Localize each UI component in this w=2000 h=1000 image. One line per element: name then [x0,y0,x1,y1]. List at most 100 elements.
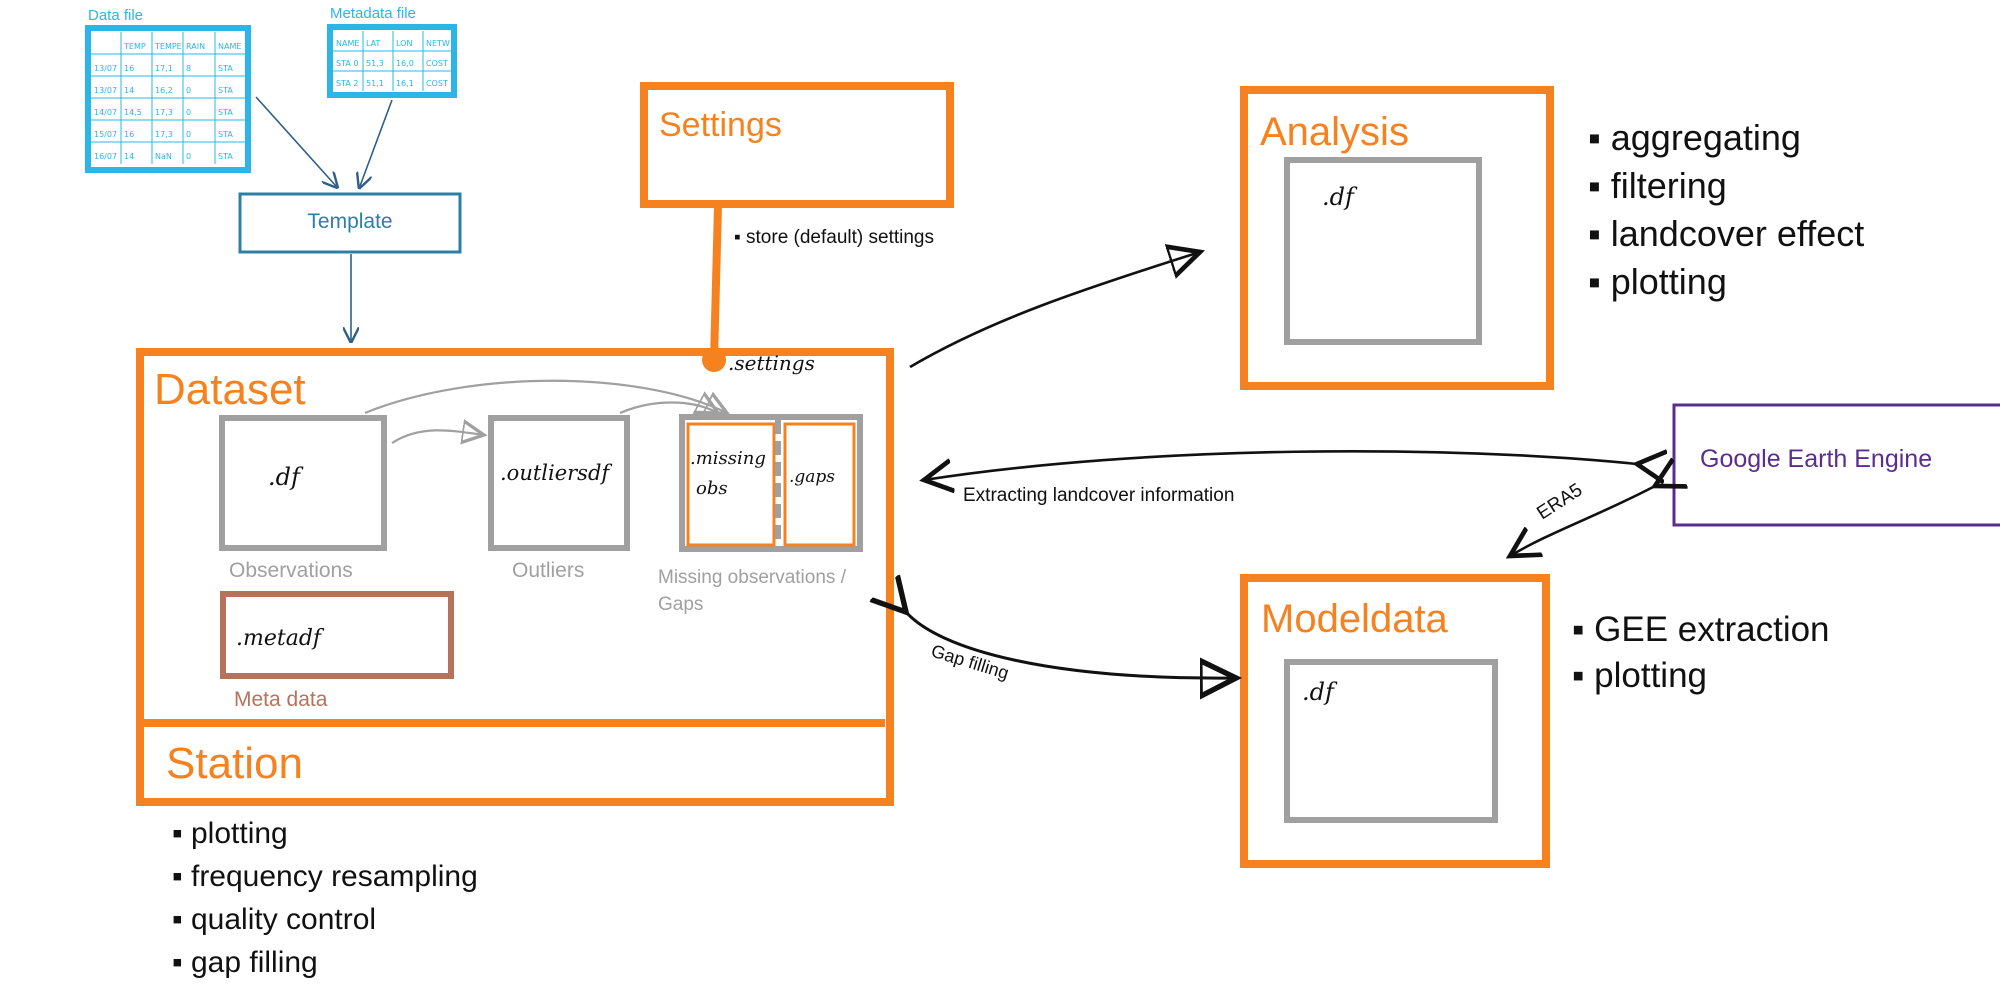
missing-label-2: Gaps [658,594,703,615]
outliers-label: Outliers [512,559,584,582]
era5-label: ERA5 [1533,480,1586,525]
outliers-to-missing-arrow [619,402,718,413]
data-table-cell: 16 [124,130,134,139]
analysis-bullet-1: ▪ aggregating [1588,117,1801,158]
data-table-cell: 14/07 [94,108,117,117]
metadata-attr: .metadf [236,626,325,651]
gaps-attr: .gaps [789,467,835,487]
settings-connector [710,205,722,361]
gee-modeldata-arrow [1510,486,1655,556]
settings-bullet: ▪ store (default) settings [734,227,934,248]
observations-box: .df Observations [219,415,387,582]
meta-table-cell: 51,3 [366,59,384,68]
dataset-modeldata-arrow [906,612,1236,678]
metadata-box: .metadf Meta data [220,591,454,711]
settings-box: Settings [640,82,954,208]
data-table-cell: RAIN [186,42,205,51]
analysis-box: Analysis .df [1240,86,1554,390]
analysis-title: Analysis [1260,110,1409,154]
modeldata-df-box [1284,659,1498,823]
dataset-gee-arrow [924,451,1637,480]
missing-attr: .missing [690,448,766,469]
data-table-cell: STA [218,64,233,73]
data-table-cell: 8 [186,64,191,73]
settings-title: Settings [659,106,782,144]
outliers-attr: .outliersdf [500,461,612,485]
meta-table-cell: STA 2 [336,79,358,88]
meta-table-cell: LAT [366,39,380,48]
modeldata-bullet-2: ▪ plotting [1572,656,1707,695]
data-table-cell: 17,1 [155,64,173,73]
data-table-cell: 14,5 [124,108,142,117]
dataset-box: Dataset .settings .df Observations .outl… [136,348,894,806]
station-title: Station [166,739,303,788]
meta-table-cell: NETW [426,39,450,48]
analysis-bullets: ▪ aggregating ▪ filtering ▪ landcover ef… [1588,117,1864,302]
meta-table-cell: 16,1 [396,79,414,88]
data-table-cell: TEMP [123,42,146,51]
datafile-to-template-arrow [255,96,336,186]
observations-label: Observations [229,559,353,582]
station-bullet-3: ▪ quality control [172,903,376,936]
dataset-title: Dataset [154,365,306,414]
template-box: Template [238,192,462,254]
data-table-cell: 0 [186,108,191,117]
obs-to-outliers-arrow [391,430,484,443]
data-table-cell: TEMPE [154,42,182,51]
meta-table-cell: COST [426,79,448,88]
gee-box: Google Earth Engine [1672,403,2000,527]
data-table-cell: STA [218,108,233,117]
meta-table-cell: 51,1 [366,79,384,88]
data-table-cell: 0 [186,86,191,95]
settings-attr: .settings [728,351,815,375]
data-table-cell: 17,3 [155,130,173,139]
station-bullets: ▪ plotting ▪ frequency resampling ▪ qual… [172,817,478,979]
data-table-cell: NaN [155,152,172,161]
missing-label-1: Missing observations / [658,567,847,588]
landcover-label: Extracting landcover information [963,485,1234,506]
meta-table-cell: STA 0 [336,59,358,68]
modeldata-title: Modeldata [1261,597,1449,641]
modeldata-box: Modeldata .df [1240,574,1550,868]
gee-label: Google Earth Engine [1700,445,1932,473]
analysis-bullet-2: ▪ filtering [1588,165,1727,206]
modeldata-bullet-1: ▪ GEE extraction [1572,610,1830,649]
data-file-label: Data file [88,7,143,24]
observations-attr: .df [268,463,304,491]
dataset-to-analysis-arrow [909,252,1200,369]
template-label: Template [307,210,392,233]
metadata-file-box [327,24,457,98]
meta-table-cell: 16,0 [396,59,414,68]
analysis-df-box [1284,157,1482,345]
data-table-cell: 0 [186,130,191,139]
meta-table-cell: NAME [336,39,359,48]
data-table-cell: 0 [186,152,191,161]
analysis-attr: .df [1322,183,1358,211]
station-bullet-1: ▪ plotting [172,817,288,850]
missing-gaps-box: .missing obs .gaps Missing observations … [658,414,863,615]
station-bullet-4: ▪ gap filling [172,946,318,979]
data-table-cell: 17,3 [155,108,173,117]
data-table-cell: 16/07 [94,152,117,161]
missing-obs-box [686,422,776,547]
data-table-cell: 15/07 [94,130,117,139]
modeldata-attr: .df [1302,678,1338,706]
data-table-cell: 16 [124,64,134,73]
data-table-cell: STA [218,130,233,139]
data-table-cell: 13/07 [94,64,117,73]
analysis-bullet-4: ▪ plotting [1588,261,1727,302]
metadata-label: Meta data [234,688,328,711]
meta-table-cell: COST [426,59,448,68]
obs-to-missing-arrow [364,379,727,413]
outliers-box: .outliersdf Outliers [488,415,630,582]
metafile-to-template-arrow [360,99,393,186]
missing-attr-obs: obs [696,478,728,499]
data-table-cell: 16,2 [155,86,173,95]
data-table-cell: 14 [124,86,134,95]
